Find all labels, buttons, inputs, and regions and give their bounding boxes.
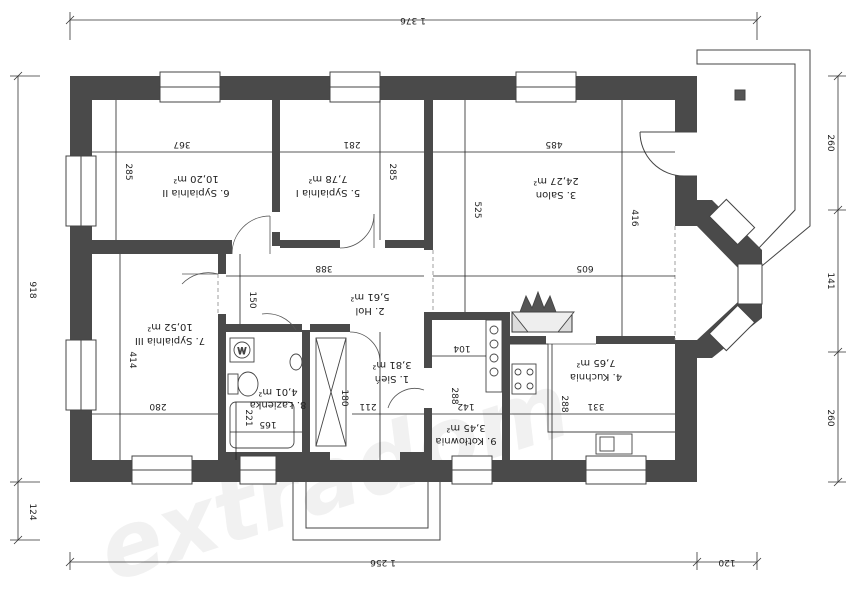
room-label-hall: 2. Hol 5,61 m² [350, 291, 389, 316]
dim-salon-height-b: 416 [629, 209, 639, 226]
svg-text:3,45 m²: 3,45 m² [446, 422, 485, 433]
dim-salon-lower-width: 605 [576, 263, 593, 273]
dim-hall-height: 150 [247, 291, 257, 308]
svg-text:7,65 m²: 7,65 m² [576, 357, 615, 368]
room-label-bedroom3: 7. Sypialnia III 10,52 m² [135, 321, 205, 346]
dim-hall-width: 388 [315, 263, 332, 273]
dim-boiler-width-a: 104 [453, 343, 470, 353]
dim-entry-height: 180 [339, 389, 349, 406]
svg-text:4. Kuchnia: 4. Kuchnia [570, 371, 622, 382]
terrace-door [639, 131, 697, 177]
room-label-entry: 1. Sień 3,81 m² [372, 359, 411, 385]
svg-text:10,52 m²: 10,52 m² [147, 321, 193, 332]
dim-bedroom3-width: 280 [149, 401, 166, 411]
opening-lines [217, 226, 676, 340]
dim-bedroom2-height: 285 [123, 163, 133, 180]
dim-right-middle: 141 [825, 272, 835, 289]
room-label-boiler: 9. Kotłownia 3,45 m² [435, 422, 496, 446]
dim-salon-width: 485 [545, 139, 562, 149]
interior-dim-lines [92, 100, 675, 460]
dim-top-width: 1 376 [400, 15, 426, 25]
room-label-bedroom1: 5. Sypialnia I 7,78 m² [296, 173, 360, 198]
svg-text:5. Sypialnia I: 5. Sypialnia I [296, 187, 360, 198]
svg-text:9. Kotłownia: 9. Kotłownia [435, 435, 496, 446]
porch [292, 482, 441, 541]
windows [65, 71, 763, 485]
svg-text:10,20 m²: 10,20 m² [173, 173, 219, 184]
dim-bath-width: 165 [259, 419, 276, 429]
dim-right-lower: 260 [825, 409, 835, 426]
room-label-kitchen: 4. Kuchnia 7,65 m² [570, 357, 622, 382]
dim-bath-height: 221 [243, 409, 253, 426]
svg-text:6. Sypialnia II: 6. Sypialnia II [162, 187, 229, 198]
dim-left-height: 918 [27, 281, 37, 298]
washing-machine-label: W [238, 347, 247, 357]
svg-text:1. Sień: 1. Sień [375, 373, 409, 385]
dim-boiler-width-b: 142 [457, 401, 474, 411]
room-label-bedroom2: 6. Sypialnia II 10,20 m² [162, 173, 229, 198]
dim-bottom-width: 1 256 [370, 557, 396, 567]
svg-text:5,61 m²: 5,61 m² [350, 291, 389, 302]
svg-text:8. Łazienka: 8. Łazienka [250, 399, 307, 410]
room-label-bathroom: 8. Łazienka 4,01 m² [250, 386, 307, 410]
svg-text:4,01 m²: 4,01 m² [258, 386, 297, 397]
dim-bedroom3-height: 414 [127, 351, 137, 368]
svg-text:7,78 m²: 7,78 m² [308, 173, 347, 184]
dim-entry-width: 211 [359, 401, 376, 411]
svg-text:3. Salon: 3. Salon [536, 189, 576, 200]
dim-right-upper: 260 [825, 134, 835, 151]
dim-salon-height-a: 525 [472, 201, 482, 218]
door-swings [181, 213, 596, 409]
room-label-salon: 3. Salon 24,27 m² [533, 175, 579, 200]
dim-kitchen-width: 331 [587, 401, 604, 411]
dim-kitchen-height: 288 [559, 395, 569, 412]
svg-text:3,81 m²: 3,81 m² [372, 359, 411, 370]
dim-bedroom1-height: 285 [387, 163, 397, 180]
dim-bottom-extension: 120 [718, 557, 735, 567]
dim-left-porch: 124 [27, 503, 37, 520]
dim-boiler-height: 288 [449, 387, 459, 404]
svg-text:24,27 m²: 24,27 m² [533, 175, 579, 186]
overall-dimensions [10, 12, 846, 570]
dim-bedroom2-width: 367 [173, 139, 190, 149]
svg-text:7. Sypialnia III: 7. Sypialnia III [135, 335, 205, 346]
svg-text:2. Hol: 2. Hol [355, 305, 384, 316]
dim-bedroom1-width: 281 [343, 139, 360, 149]
